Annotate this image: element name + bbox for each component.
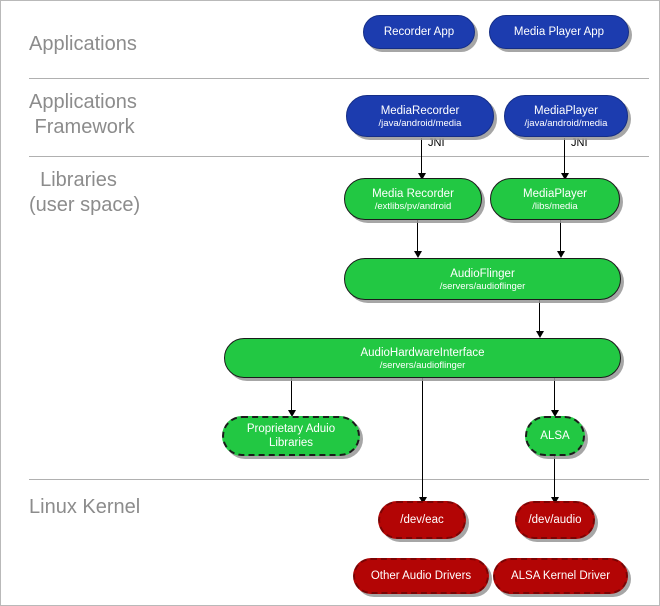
node-audiohardwareinterface-title: AudioHardwareInterface bbox=[360, 346, 485, 359]
arrowhead-mediaplayer-to-audioflinger bbox=[557, 251, 565, 258]
node-media-player-library-title: MediaPlayer bbox=[523, 187, 587, 200]
connector-alsa-to-dev-audio bbox=[554, 456, 555, 501]
arrowhead-mediaplayer-jni bbox=[561, 173, 569, 180]
node-alsa-title: ALSA bbox=[540, 430, 570, 442]
node-recorder-app[interactable]: Recorder App bbox=[363, 15, 475, 49]
connector-mediaplayer-jni bbox=[564, 138, 565, 179]
node-dev-eac[interactable]: /dev/eac bbox=[378, 501, 466, 539]
node-media-player-app[interactable]: Media Player App bbox=[489, 15, 629, 49]
node-audioflinger-subtitle: /servers/audioflinger bbox=[439, 280, 526, 292]
node-other-audio-drivers[interactable]: Other Audio Drivers bbox=[353, 558, 489, 594]
node-dev-audio[interactable]: /dev/audio bbox=[515, 501, 595, 539]
separator-applications bbox=[29, 78, 649, 79]
node-mediarecorder-framework-title: MediaRecorder bbox=[380, 104, 460, 117]
node-media-player-library[interactable]: MediaPlayer /libs/media bbox=[490, 178, 620, 220]
node-dev-eac-title: /dev/eac bbox=[400, 514, 444, 526]
node-recorder-app-title: Recorder App bbox=[383, 26, 455, 38]
node-proprietary-audio-libraries-title: Proprietary Aduio bbox=[246, 423, 336, 435]
node-media-recorder-library-subtitle: /extlibs/pv/android bbox=[374, 200, 452, 212]
connector-mediaplayer-to-audioflinger bbox=[560, 220, 561, 256]
connector-ahi-to-dev-eac bbox=[422, 376, 423, 501]
arrowhead-ahi-to-alsa bbox=[551, 410, 559, 417]
node-proprietary-audio-libraries-subtitle: Libraries bbox=[268, 437, 314, 449]
node-media-recorder-library[interactable]: Media Recorder /extlibs/pv/android bbox=[344, 178, 482, 220]
node-audioflinger[interactable]: AudioFlinger /servers/audioflinger bbox=[344, 258, 621, 300]
connector-audioflinger-to-audiohardwareinterface bbox=[539, 300, 540, 336]
jni-label-right: JNI bbox=[571, 137, 588, 149]
arrowhead-audioflinger-to-audiohardwareinterface bbox=[536, 331, 544, 338]
connector-ahi-to-proprietary bbox=[291, 376, 292, 414]
node-alsa-kernel-driver[interactable]: ALSA Kernel Driver bbox=[493, 558, 628, 594]
node-mediarecorder-framework-subtitle: /java/android/media bbox=[378, 117, 462, 129]
band-label-applications-framework-line2: Framework bbox=[29, 116, 135, 138]
band-label-applications: Applications bbox=[29, 33, 137, 55]
node-dev-audio-title: /dev/audio bbox=[528, 514, 582, 526]
connector-mediarecorder-jni bbox=[421, 138, 422, 179]
node-mediaplayer-framework-title: MediaPlayer bbox=[534, 104, 598, 117]
node-mediaplayer-framework-subtitle: /java/android/media bbox=[524, 117, 608, 129]
arrowhead-ahi-to-proprietary bbox=[288, 410, 296, 417]
node-media-player-app-title: Media Player App bbox=[513, 26, 605, 38]
band-label-libraries-line1: Libraries bbox=[29, 169, 117, 191]
node-media-player-library-subtitle: /libs/media bbox=[532, 200, 578, 212]
jni-label-left: JNI bbox=[428, 137, 445, 149]
band-label-linux-kernel: Linux Kernel bbox=[29, 496, 141, 518]
node-mediaplayer-framework[interactable]: MediaPlayer /java/android/media bbox=[504, 95, 628, 137]
arrowhead-mediarecorder-jni bbox=[418, 173, 426, 180]
band-label-libraries-line2: (user space) bbox=[29, 194, 141, 216]
arrowhead-mediarecorder-to-audioflinger bbox=[414, 251, 422, 258]
node-alsa[interactable]: ALSA bbox=[525, 416, 585, 456]
node-other-audio-drivers-title: Other Audio Drivers bbox=[370, 570, 472, 582]
separator-libraries bbox=[29, 479, 649, 480]
connector-mediarecorder-to-audioflinger bbox=[417, 220, 418, 256]
node-media-recorder-library-title: Media Recorder bbox=[372, 187, 454, 200]
node-audioflinger-title: AudioFlinger bbox=[450, 267, 515, 280]
node-alsa-kernel-driver-title: ALSA Kernel Driver bbox=[510, 570, 611, 582]
node-audiohardwareinterface-subtitle: /servers/audioflinger bbox=[379, 359, 466, 371]
separator-framework bbox=[29, 156, 649, 157]
node-audiohardwareinterface[interactable]: AudioHardwareInterface /servers/audiofli… bbox=[224, 338, 621, 378]
band-label-applications-framework-line1: Applications bbox=[29, 91, 137, 113]
node-proprietary-audio-libraries[interactable]: Proprietary Aduio Libraries bbox=[222, 416, 360, 456]
node-mediarecorder-framework[interactable]: MediaRecorder /java/android/media bbox=[346, 95, 494, 137]
connector-ahi-to-alsa bbox=[554, 376, 555, 414]
